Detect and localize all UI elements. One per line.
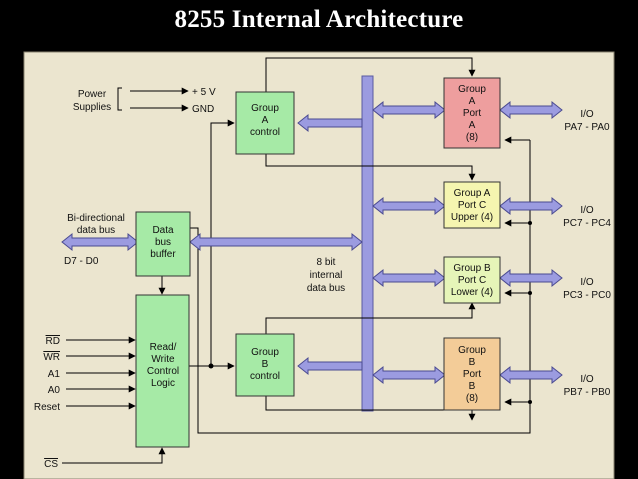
pins-label-pb: PB7 - PB0 [564,387,611,398]
pins-label-pc-upper: PC7 - PC4 [563,218,611,229]
group-b-port-b-label-4: (8) [466,393,478,404]
arrow-group-b-control-bus [297,356,363,376]
rw-control-logic-label-3: Logic [151,378,175,389]
port-a-block [443,77,501,149]
connection-lines [62,57,531,464]
rw-control-logic-block [135,294,190,448]
io-label-pa: I/O [580,109,594,120]
reset-label: Reset [34,402,60,413]
group-a-port-c-upper-label-0: Group A [454,188,491,199]
rw-control-logic-label-0: Read/ [150,342,177,353]
group-a-port-a-label-0: Group [458,84,486,95]
power-label-1: Power [78,89,107,100]
group-b-control-block [235,333,295,397]
group-b-port-c-lower-label-0: Group B [453,263,491,274]
group-a-port-c-upper-label-2: Upper (4) [451,212,493,223]
group-b-port-c-lower-label-2: Lower (4) [451,287,493,298]
group-a-control-block [235,91,295,155]
port-c-lower-block [443,256,501,304]
slide-title: 8255 Internal Architecture [174,6,464,33]
internal-bus-label-3: data bus [307,283,345,294]
cs-label: CS [44,459,58,470]
arrow-port-c-upper-io [499,196,563,216]
group-a-port-a-label-1: A [469,96,476,107]
group-b-port-b-label-3: B [469,381,476,392]
arrow-group-a-control-bus [297,113,363,133]
pins-label-pa: PA7 - PA0 [564,122,610,133]
group-a-control-label-1: A [262,115,269,126]
group-a-port-a-label-2: Port [463,108,482,119]
data-bus-buffer-label-2: buffer [150,249,176,260]
arrow-port-c-lower-io [499,268,563,288]
rd-label: RD [46,336,60,347]
group-b-port-b-label-1: B [469,357,476,368]
data-bus-label-2: data bus [77,225,115,236]
io-label-pc-lower: I/O [580,277,594,288]
group-a-port-c-upper-label-1: Port C [458,200,486,211]
internal-bus-label-1: 8 bit [317,257,336,268]
arrow-port-a-io [499,100,563,120]
vcc-label: + 5 V [192,87,216,98]
gnd-label: GND [192,104,214,115]
internal-bus-label-2: internal [310,270,343,281]
bus-arrows [61,100,563,385]
group-b-port-c-lower-label-1: Port C [458,275,486,286]
port-c-upper-block [443,181,501,229]
group-a-control-label-2: control [250,127,280,138]
data-bus-buffer-block [135,211,191,277]
group-a-control-label-0: Group [251,103,279,114]
rw-control-logic-label-1: Write [151,354,175,365]
group-a-port-a-label-4: (8) [466,132,478,143]
internal-data-bus-bar [361,75,374,412]
io-label-pb: I/O [580,374,594,385]
data-bus-pins: D7 - D0 [64,256,99,267]
port-b-block [443,337,501,411]
data-bus-label-1: Bi-directional [67,213,125,224]
arrow-buffer-internal-bus [189,232,363,252]
power-label-2: Supplies [73,102,111,113]
group-b-control-label-0: Group [251,347,279,358]
group-b-control-label-2: control [250,371,280,382]
io-label-pc-upper: I/O [580,205,594,216]
rw-control-logic-label-2: Control [147,366,179,377]
group-a-port-a-label-3: A [469,120,476,131]
group-b-port-b-label-2: Port [463,369,482,380]
a0-label: A0 [48,385,61,396]
pins-label-pc-lower: PC3 - PC0 [563,290,611,301]
group-b-control-label-1: B [262,359,269,370]
arrow-port-b-io [499,365,563,385]
a1-label: A1 [48,369,61,380]
data-bus-buffer-label-0: Data [152,225,174,236]
wr-label: WR [43,352,60,363]
data-bus-buffer-label-1: bus [155,237,171,248]
group-b-port-b-label-0: Group [458,345,486,356]
